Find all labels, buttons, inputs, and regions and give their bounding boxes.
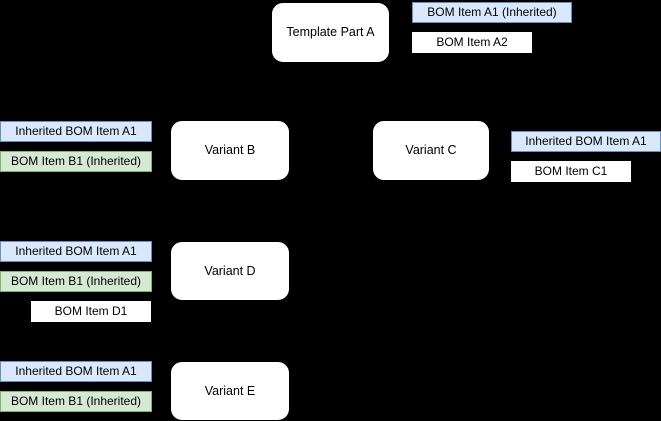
node-variant-e[interactable]: Variant E bbox=[170, 361, 290, 421]
bom-item-label: Inherited BOM Item A1 bbox=[15, 244, 137, 259]
bom-item-label: Inherited BOM Item A1 bbox=[525, 134, 647, 149]
bom-item-b1-inherited[interactable]: BOM Item B1 (Inherited) bbox=[0, 151, 152, 172]
node-variant-d[interactable]: Variant D bbox=[170, 241, 290, 301]
bom-item-label: BOM Item C1 bbox=[534, 164, 608, 179]
bom-item-c1[interactable]: BOM Item C1 bbox=[511, 161, 631, 182]
bom-item-c-inherited-a1[interactable]: Inherited BOM Item A1 bbox=[511, 131, 661, 152]
bom-item-d-inherited-a1[interactable]: Inherited BOM Item A1 bbox=[0, 241, 152, 262]
node-label: Variant B bbox=[204, 143, 256, 157]
bom-item-label: BOM Item B1 (Inherited) bbox=[10, 274, 142, 289]
node-label: Variant C bbox=[405, 143, 457, 157]
bom-item-label: BOM Item A1 (Inherited) bbox=[427, 5, 557, 20]
node-variant-b[interactable]: Variant B bbox=[170, 120, 290, 181]
bom-item-d1[interactable]: BOM Item D1 bbox=[31, 301, 151, 322]
bom-item-a2[interactable]: BOM Item A2 bbox=[412, 32, 532, 53]
bom-item-e-inherited-a1[interactable]: Inherited BOM Item A1 bbox=[0, 361, 152, 382]
bom-item-e-b1-inherited[interactable]: BOM Item B1 (Inherited) bbox=[0, 391, 152, 412]
bom-item-d-b1-inherited[interactable]: BOM Item B1 (Inherited) bbox=[0, 271, 152, 292]
bom-item-label: Inherited BOM Item A1 bbox=[15, 364, 137, 379]
node-label: Template Part A bbox=[286, 25, 375, 39]
node-label: Variant D bbox=[204, 263, 256, 278]
node-template-part-a[interactable]: Template Part A bbox=[271, 2, 390, 63]
bom-item-label: BOM Item A2 bbox=[436, 35, 508, 50]
bom-item-label: Inherited BOM Item A1 bbox=[15, 124, 137, 139]
bom-item-label: BOM Item D1 bbox=[54, 304, 128, 319]
bom-item-label: BOM Item B1 (Inherited) bbox=[10, 154, 142, 169]
bom-item-label: BOM Item B1 (Inherited) bbox=[10, 394, 142, 409]
node-variant-c[interactable]: Variant C bbox=[372, 120, 490, 181]
bom-item-b-inherited-a1[interactable]: Inherited BOM Item A1 bbox=[0, 121, 152, 142]
bom-item-a1-inherited[interactable]: BOM Item A1 (Inherited) bbox=[412, 2, 572, 23]
node-label: Variant E bbox=[204, 383, 256, 398]
